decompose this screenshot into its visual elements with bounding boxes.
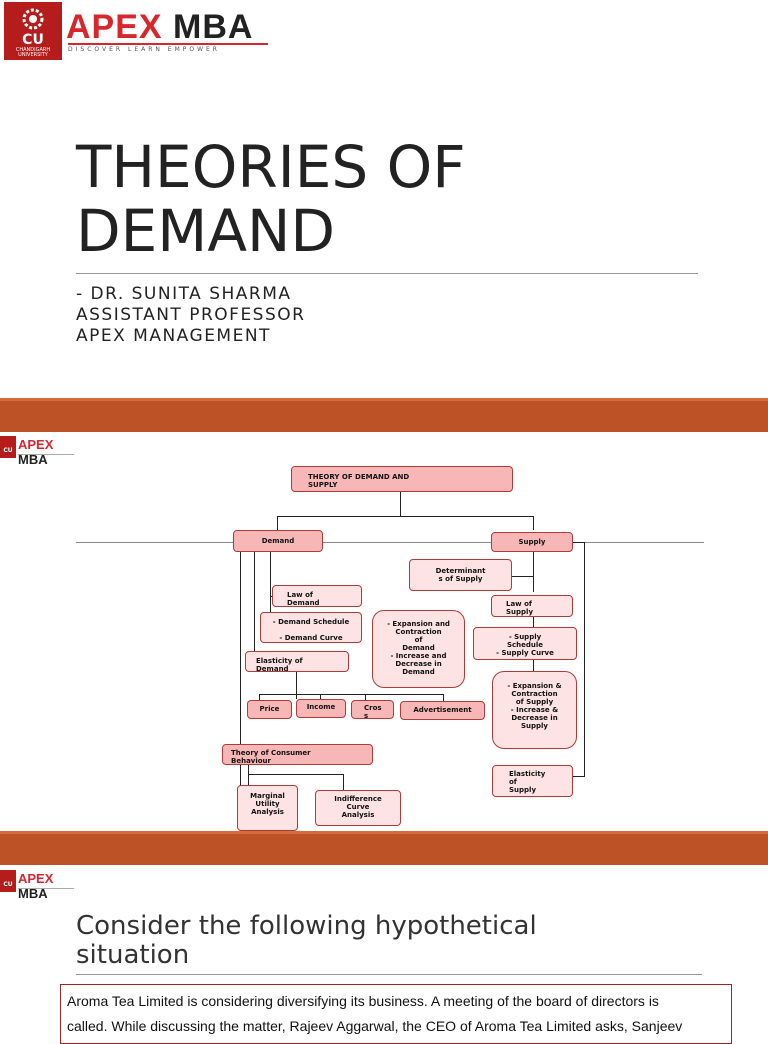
slide-separator xyxy=(0,398,768,432)
node-demand-schedule: - Demand Schedule - Demand Curve xyxy=(260,612,362,643)
slide-subtitle: - DR. SUNITA SHARMA ASSISTANT PROFESSOR … xyxy=(76,284,306,346)
node-label-line: Demand xyxy=(287,599,320,607)
apex-mba-logo: CU CHANDIGARH UNIVERSITY APEX MBA DISCOV… xyxy=(4,2,270,62)
node-label-line: - Supply xyxy=(508,633,542,641)
node-label-line: Theory of Consumer xyxy=(231,749,311,757)
node-label-line: - Increase & xyxy=(510,706,559,714)
node-label-line: Income xyxy=(306,703,336,711)
node-label-line: - Demand Schedule xyxy=(272,618,350,626)
node-label-line xyxy=(261,626,361,634)
node-label-line: of xyxy=(509,778,517,786)
node-label-line: s of Supply xyxy=(438,575,483,583)
node-label-line: Analysis xyxy=(251,808,284,816)
logo-wordmark: APEX MBA xyxy=(66,8,254,46)
node-label-line: Demand xyxy=(402,668,435,676)
gear-emblem-icon xyxy=(22,8,44,30)
scenario-text-box: Aroma Tea Limited is considering diversi… xyxy=(60,984,732,1044)
cu-emblem: CU CHANDIGARH UNIVERSITY xyxy=(4,2,62,60)
node-label-line: Curve xyxy=(346,803,370,811)
node-label-line: Demand xyxy=(402,644,435,652)
node-label-line: Supply xyxy=(518,538,546,546)
node-label-line: Elasticity xyxy=(509,770,546,778)
node-label-line: Behaviour xyxy=(231,757,271,765)
divider xyxy=(76,273,698,274)
node-label-line: Supply xyxy=(509,786,537,794)
divider xyxy=(76,974,702,975)
node-label-line: of Supply xyxy=(515,698,554,706)
node-label-line: - Expansion & xyxy=(507,682,562,690)
university-label: CHANDIGARH UNIVERSITY xyxy=(15,47,51,58)
node-label-line: s xyxy=(364,712,369,719)
slide-title: THEORIES OF DEMAND xyxy=(76,133,466,265)
logo-tagline: DISCOVER LEARN EMPOWER xyxy=(68,43,268,53)
node-label-line: - Demand Curve xyxy=(279,634,343,642)
apex-mba-logo-small: CU APEX MBA xyxy=(0,870,80,901)
node-label-line: Supply xyxy=(520,722,548,730)
node-label-line: Contraction xyxy=(395,628,442,636)
node-label-line: Elasticity of xyxy=(256,657,303,665)
node-label-line: - Expansion and xyxy=(387,620,450,628)
node-label-line: Decrease in xyxy=(395,660,442,668)
node-demand: Demand xyxy=(233,530,323,552)
slide-separator xyxy=(0,831,768,865)
divider xyxy=(76,542,704,543)
node-label-line: - Increase and xyxy=(390,652,447,660)
node-advertisement: Advertisement xyxy=(400,701,485,720)
node-label-line: Indifference xyxy=(334,795,382,803)
node-label-line: SUPPLY xyxy=(308,481,338,489)
node-label-line: Demand xyxy=(261,537,295,545)
cu-label: CU xyxy=(22,32,44,48)
node-price: Price xyxy=(247,700,292,719)
node-label-line: Law of xyxy=(287,591,313,599)
node-label-line: - Supply Curve xyxy=(496,649,554,657)
slide-title: Consider the following hypothetical situ… xyxy=(76,911,537,970)
node-label-line: Marginal xyxy=(250,792,285,800)
node-label-line: of xyxy=(414,636,423,644)
node-label-line: Utility xyxy=(255,800,280,808)
node-label-line: Demand xyxy=(256,665,289,672)
node-label-line: Decrease in xyxy=(511,714,558,722)
node-supply: Supply xyxy=(491,532,573,552)
node-label-line: Law of xyxy=(506,600,532,608)
node-label-line: Supply xyxy=(506,608,534,616)
node-label-line: Cros xyxy=(364,704,382,712)
apex-mba-logo-small: CU APEX MBA xyxy=(0,436,80,467)
node-label-line: Analysis xyxy=(341,811,375,819)
node-label-line: Advertisement xyxy=(413,706,472,714)
node-label-line: Schedule xyxy=(506,641,544,649)
node-label-line: Price xyxy=(259,705,280,713)
node-income: Income xyxy=(296,699,346,718)
node-label-line: Contraction xyxy=(511,690,558,698)
node-label-line: Determinant xyxy=(435,567,486,575)
node-label-line: THEORY OF DEMAND AND xyxy=(308,473,410,481)
